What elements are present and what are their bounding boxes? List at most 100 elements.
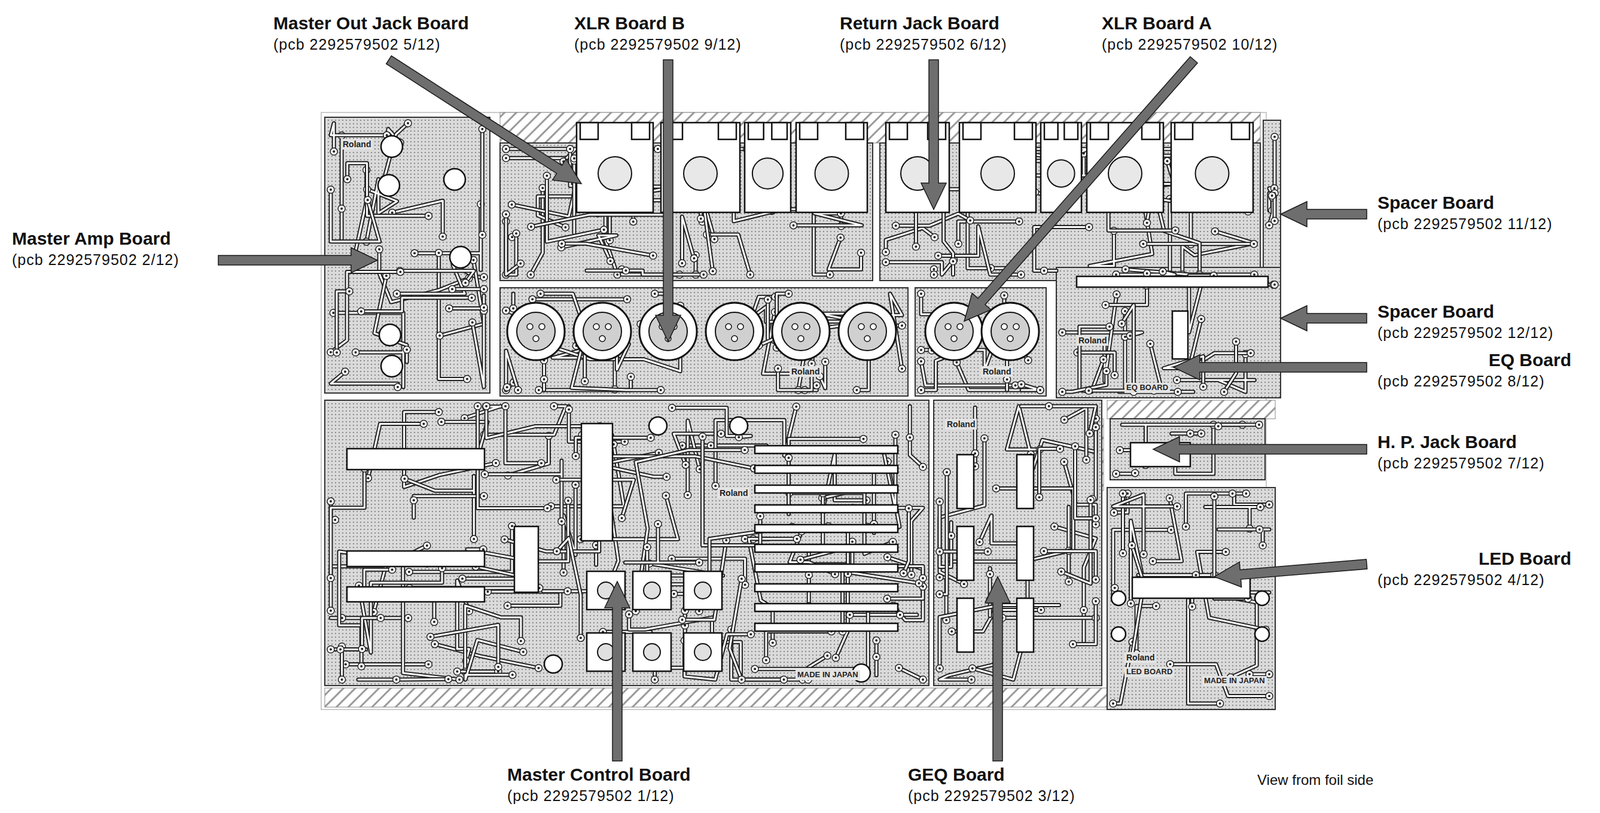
drill-hole bbox=[724, 538, 728, 542]
drill-hole bbox=[1129, 602, 1133, 605]
trace bbox=[339, 551, 428, 667]
drill-hole bbox=[971, 666, 974, 670]
solder-pad bbox=[1173, 503, 1181, 511]
solder-pad bbox=[769, 638, 777, 646]
drill-hole bbox=[625, 297, 629, 301]
xlr-ring bbox=[583, 312, 622, 351]
callout-arrow bbox=[1173, 354, 1367, 380]
solder-pad bbox=[392, 290, 401, 298]
solder-pad bbox=[410, 496, 418, 504]
trace bbox=[672, 407, 752, 438]
drill-hole bbox=[504, 404, 507, 408]
trace bbox=[1077, 352, 1115, 376]
solder-pad bbox=[564, 587, 572, 595]
trace bbox=[1006, 406, 1040, 455]
trace-outline bbox=[822, 454, 867, 511]
drill-hole bbox=[799, 558, 802, 562]
solder-pad bbox=[482, 402, 490, 410]
trace bbox=[1186, 493, 1233, 527]
drill-hole bbox=[425, 544, 429, 547]
pcb-number: (pcb 2292579502 7/12) bbox=[1377, 454, 1545, 472]
trace-outline bbox=[487, 591, 560, 606]
trace-outline bbox=[413, 495, 484, 518]
drill-hole bbox=[711, 269, 715, 273]
solder-pad bbox=[503, 602, 511, 610]
solder-pad bbox=[492, 459, 500, 467]
drill-hole bbox=[765, 658, 768, 661]
drill-hole bbox=[628, 613, 631, 616]
solder-pad bbox=[891, 431, 899, 439]
drill-hole bbox=[482, 306, 486, 309]
drill-hole bbox=[467, 609, 471, 612]
drill-hole bbox=[511, 673, 514, 676]
solder-pad bbox=[747, 630, 755, 638]
drill-hole bbox=[504, 309, 508, 312]
solder-pad bbox=[327, 645, 335, 654]
drill-hole bbox=[529, 273, 532, 276]
slide-fader bbox=[754, 623, 898, 632]
drill-hole bbox=[433, 642, 437, 646]
drill-hole bbox=[406, 616, 410, 620]
drill-hole bbox=[463, 416, 466, 420]
drill-hole bbox=[945, 470, 949, 474]
trace-outline bbox=[828, 237, 861, 270]
callout-arrow bbox=[1280, 305, 1367, 331]
jack-tab bbox=[1090, 122, 1109, 140]
drill-hole bbox=[1161, 270, 1164, 273]
trace-outline bbox=[1138, 573, 1215, 578]
trace bbox=[543, 360, 545, 390]
trace-outline bbox=[1077, 352, 1115, 376]
trace bbox=[396, 264, 484, 294]
trace-outline bbox=[1186, 493, 1233, 527]
drill-hole bbox=[681, 618, 684, 621]
xlr-connector bbox=[573, 302, 632, 361]
drill-hole bbox=[712, 238, 716, 241]
callout-arrow bbox=[1280, 201, 1367, 227]
xlr-pin bbox=[957, 323, 963, 330]
trace bbox=[1043, 550, 1096, 579]
solder-pad bbox=[629, 217, 638, 225]
solder-pad bbox=[1060, 458, 1068, 466]
drill-hole bbox=[482, 275, 486, 279]
solder-pad bbox=[1119, 549, 1127, 557]
drill-hole bbox=[645, 546, 649, 549]
solder-pad bbox=[907, 571, 916, 579]
solder-pad bbox=[558, 517, 566, 526]
drill-hole bbox=[567, 408, 571, 411]
jack-lug bbox=[598, 156, 632, 191]
xlr-pin bbox=[532, 335, 539, 342]
solder-pad bbox=[1171, 226, 1179, 234]
ic-chip bbox=[346, 550, 485, 567]
drill-hole bbox=[656, 147, 660, 151]
drill-hole bbox=[938, 550, 941, 553]
solder-pad bbox=[1139, 240, 1147, 248]
callout-arrow bbox=[1153, 436, 1367, 462]
drill-hole bbox=[834, 656, 837, 660]
solder-pad bbox=[435, 408, 443, 416]
potentiometer bbox=[632, 632, 672, 672]
solder-pad bbox=[516, 259, 524, 267]
solder-pad bbox=[882, 248, 890, 256]
trace bbox=[1169, 663, 1270, 696]
trace bbox=[465, 605, 521, 672]
drill-hole bbox=[385, 274, 388, 277]
trace bbox=[413, 495, 484, 518]
xlr-connector bbox=[705, 302, 764, 361]
solder-pad bbox=[898, 321, 906, 329]
solder-pad bbox=[1173, 376, 1181, 384]
solder-pad bbox=[1056, 445, 1064, 453]
solder-pad bbox=[1152, 602, 1160, 610]
trace-outline bbox=[396, 264, 484, 294]
drill-hole bbox=[792, 224, 795, 227]
trace-outline bbox=[885, 227, 935, 252]
solder-pad bbox=[872, 653, 880, 661]
solder-pad bbox=[501, 402, 510, 410]
drill-hole bbox=[1018, 220, 1021, 223]
drill-hole bbox=[894, 433, 897, 437]
callout-arrow bbox=[1214, 559, 1368, 587]
trace-outline bbox=[452, 287, 484, 292]
circuit-board bbox=[933, 400, 1102, 686]
capacitor bbox=[1111, 590, 1126, 606]
drill-hole bbox=[1134, 471, 1137, 475]
pcb-number: (pcb 2292579502 5/12) bbox=[273, 35, 441, 54]
